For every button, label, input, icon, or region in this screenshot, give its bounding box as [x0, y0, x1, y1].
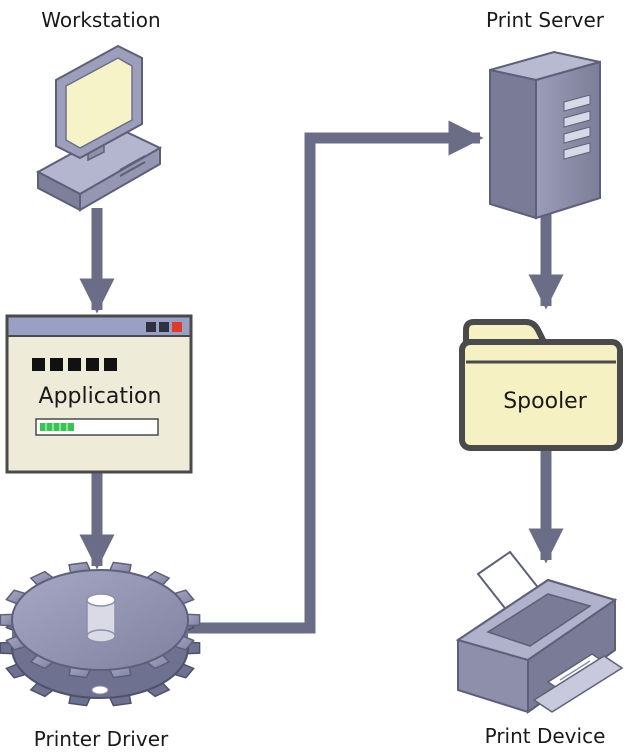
print-server-label: Print Server — [486, 8, 605, 32]
toolbar-squares-icon — [32, 358, 117, 371]
progress-bar-fill — [40, 423, 74, 431]
printer-driver-gear-icon — [0, 561, 201, 707]
connectors — [79, 120, 564, 634]
arrow-driver-to-print-server — [185, 120, 484, 634]
application-window: Application — [5, 314, 193, 474]
spooler-label: Spooler — [503, 389, 587, 414]
workstation-icon — [35, 44, 163, 212]
application-label: Application — [39, 384, 162, 409]
print-server-icon — [489, 50, 601, 220]
workstation-label: Workstation — [41, 8, 160, 32]
maximize-button-icon — [159, 322, 169, 332]
application-titlebar — [8, 317, 190, 336]
spooler-folder-icon — [459, 319, 623, 451]
print-device-icon — [455, 550, 624, 714]
close-button-icon — [172, 322, 182, 332]
minimize-button-icon — [146, 322, 156, 332]
print-device-label: Print Device — [485, 724, 606, 748]
printer-driver-label: Printer Driver — [34, 727, 169, 751]
